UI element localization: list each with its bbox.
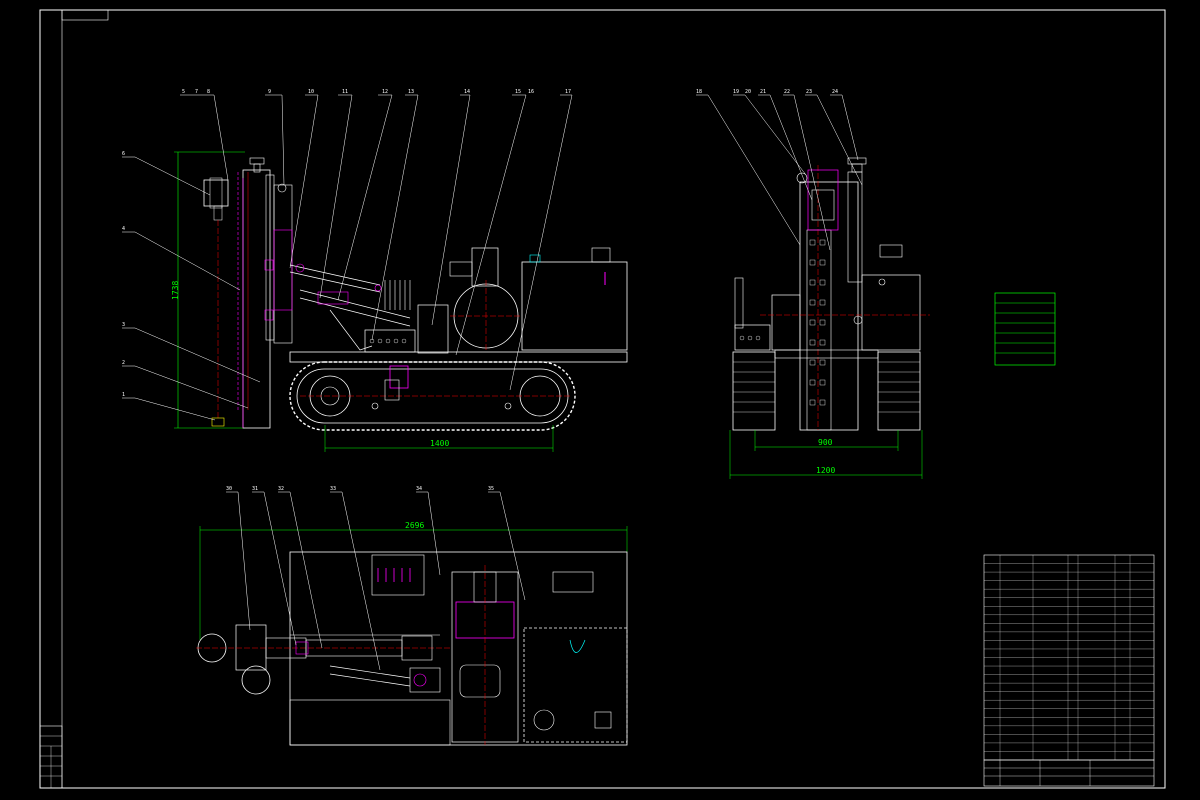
svg-text:4: 4	[122, 226, 125, 232]
svg-text:12: 12	[382, 89, 388, 95]
dim-side-height: 1738	[171, 281, 180, 300]
svg-text:8: 8	[207, 89, 210, 95]
top-view-leader-labels: 30 31 32 33 34 35	[226, 486, 494, 492]
svg-text:17: 17	[565, 89, 571, 95]
svg-text:31: 31	[252, 486, 258, 492]
front-view-leader-labels: 18 19 20 21 22 23 24	[696, 89, 838, 95]
svg-text:14: 14	[464, 89, 470, 95]
svg-text:21: 21	[760, 89, 766, 95]
svg-text:22: 22	[784, 89, 790, 95]
svg-text:11: 11	[342, 89, 348, 95]
svg-text:19: 19	[733, 89, 739, 95]
dim-front-outer: 1200	[816, 466, 835, 475]
dim-side-length: 1400	[430, 439, 449, 448]
side-view-leader-labels: 5 7 8 9 10 11 12 13 14 15 16 17 6 4 3 2 …	[122, 89, 571, 398]
svg-text:10: 10	[308, 89, 314, 95]
svg-text:6: 6	[122, 151, 125, 157]
svg-text:1: 1	[122, 392, 125, 398]
outer-frame	[39, 9, 1166, 789]
svg-text:9: 9	[268, 89, 271, 95]
dim-top-length: 2696	[405, 521, 424, 530]
svg-text:32: 32	[278, 486, 284, 492]
svg-text:20: 20	[745, 89, 751, 95]
side-view: 1738	[122, 94, 628, 452]
front-view: 900 1200	[696, 94, 930, 479]
top-view: 2696	[196, 491, 628, 746]
dim-front-inner: 900	[818, 438, 833, 447]
svg-text:23: 23	[806, 89, 812, 95]
title-block	[983, 759, 1155, 787]
svg-text:33: 33	[330, 486, 336, 492]
svg-text:13: 13	[408, 89, 414, 95]
svg-text:35: 35	[488, 486, 494, 492]
svg-text:7: 7	[195, 89, 198, 95]
bill-of-materials	[983, 554, 1155, 761]
spec-table	[994, 292, 1056, 366]
svg-text:34: 34	[416, 486, 422, 492]
drawing-tag-box	[61, 9, 109, 21]
svg-text:30: 30	[226, 486, 232, 492]
svg-text:15: 15	[515, 89, 521, 95]
svg-text:24: 24	[832, 89, 838, 95]
revision-strip	[39, 725, 63, 789]
inner-frame	[61, 9, 1166, 789]
svg-text:5: 5	[182, 89, 185, 95]
svg-text:16: 16	[528, 89, 534, 95]
svg-text:3: 3	[122, 322, 125, 328]
svg-text:2: 2	[122, 360, 125, 366]
svg-text:18: 18	[696, 89, 702, 95]
